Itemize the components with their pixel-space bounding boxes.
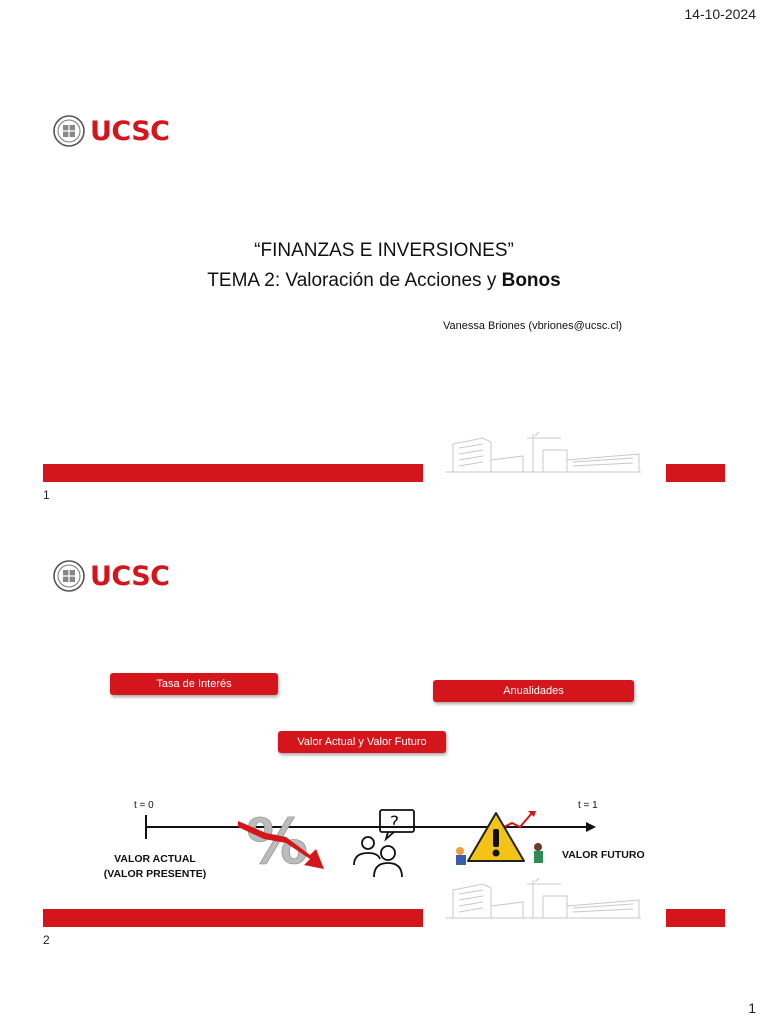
slide-2: UCSC Tasa de Interés Anualidades Valor A… bbox=[0, 515, 768, 955]
pill-tasa-de-interes: Tasa de Interés bbox=[110, 673, 278, 695]
risk-warning-icon bbox=[456, 811, 543, 865]
footer-red-bar-right bbox=[666, 909, 725, 927]
campus-building-illustration bbox=[445, 431, 641, 473]
seal-icon bbox=[53, 560, 85, 592]
pill-valor-actual-futuro: Valor Actual y Valor Futuro bbox=[278, 731, 446, 753]
presentation-title: “FINANZAS E INVERSIONES” bbox=[254, 240, 514, 261]
valor-actual-line1: VALOR ACTUAL bbox=[114, 853, 196, 865]
subtitle-bold: Bonos bbox=[501, 270, 561, 291]
timeline-t1: t = 1 bbox=[578, 800, 598, 811]
document-date: 14-10-2024 bbox=[684, 6, 756, 22]
slide-number: 2 bbox=[43, 933, 50, 947]
campus-building-illustration bbox=[445, 877, 641, 919]
slide-number: 1 bbox=[43, 488, 50, 502]
valor-futuro-label: VALOR FUTURO bbox=[562, 849, 645, 861]
presentation-subtitle: TEMA 2: Valoración de Acciones y Bonos bbox=[0, 270, 768, 292]
footer-red-bar-left bbox=[43, 464, 423, 482]
seal-icon bbox=[53, 115, 85, 147]
people-question-icon: ? bbox=[353, 809, 415, 877]
valor-actual-line2: (VALOR PRESENTE) bbox=[103, 868, 207, 880]
pill-anualidades: Anualidades bbox=[433, 680, 634, 702]
page-number: 1 bbox=[748, 1000, 756, 1016]
valor-actual-label: VALOR ACTUAL (VALOR PRESENTE) bbox=[102, 852, 208, 882]
author-info: Vanessa Briones (vbriones@ucsc.cl) bbox=[443, 320, 623, 332]
ucsc-logo: UCSC bbox=[52, 114, 170, 148]
slide-1: UCSC “FINANZAS E INVERSIONES” TEMA 2: Va… bbox=[0, 70, 768, 510]
logo-text: UCSC bbox=[90, 560, 170, 592]
svg-text:?: ? bbox=[390, 813, 399, 833]
timeline-t0: t = 0 bbox=[134, 800, 154, 811]
footer-red-bar-right bbox=[666, 464, 725, 482]
footer-red-bar-left bbox=[43, 909, 423, 927]
interest-down-icon: % bbox=[238, 805, 324, 875]
timeline-arrow bbox=[145, 815, 596, 839]
subtitle-prefix: TEMA 2: Valoración de Acciones y bbox=[207, 270, 502, 291]
logo-text: UCSC bbox=[90, 115, 170, 147]
ucsc-logo: UCSC bbox=[52, 559, 170, 593]
